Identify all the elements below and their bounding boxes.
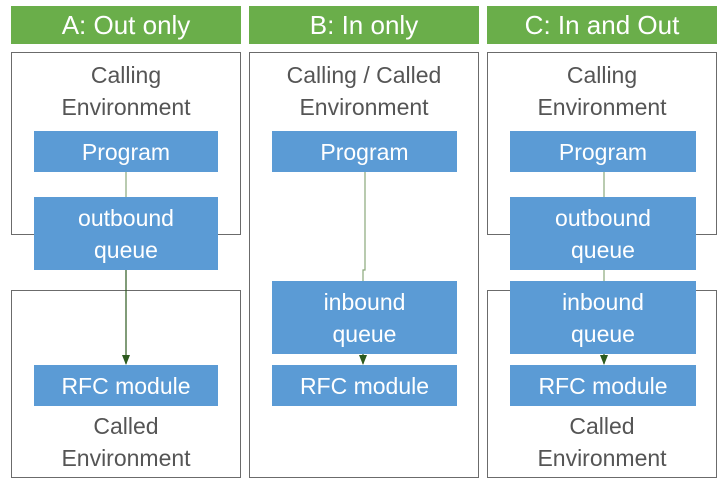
header-c-in-and-out: C: In and Out (487, 6, 717, 44)
b-calling-called-environment-label: Calling / Called Environment (286, 62, 442, 120)
header-a-out-only: A: Out only (11, 6, 241, 44)
a-outbound-queue-block: outbound queue (34, 197, 218, 270)
c-inbound-queue-block: inbound queue (510, 281, 696, 354)
a-called-environment-label: Called Environment (61, 413, 191, 471)
a-calling-environment-label: Calling Environment (11, 59, 241, 123)
b-inbound-queue-block: inbound queue (272, 281, 457, 354)
a-program-block: Program (34, 131, 218, 172)
b-rfc-module-block: RFC module (272, 365, 457, 406)
a-calling-label-line1: Calling Environment (61, 62, 191, 120)
header-b-in-only: B: In only (249, 6, 479, 44)
c-rfc-module-block: RFC module (510, 365, 696, 406)
c-called-environment-label: Called Environment (537, 413, 667, 471)
c-outbound-queue-block: outbound queue (510, 197, 696, 270)
c-calling-environment-label: Calling Environment (537, 62, 667, 120)
a-rfc-module-block: RFC module (34, 365, 218, 406)
c-program-block: Program (510, 131, 696, 172)
b-program-block: Program (272, 131, 457, 172)
